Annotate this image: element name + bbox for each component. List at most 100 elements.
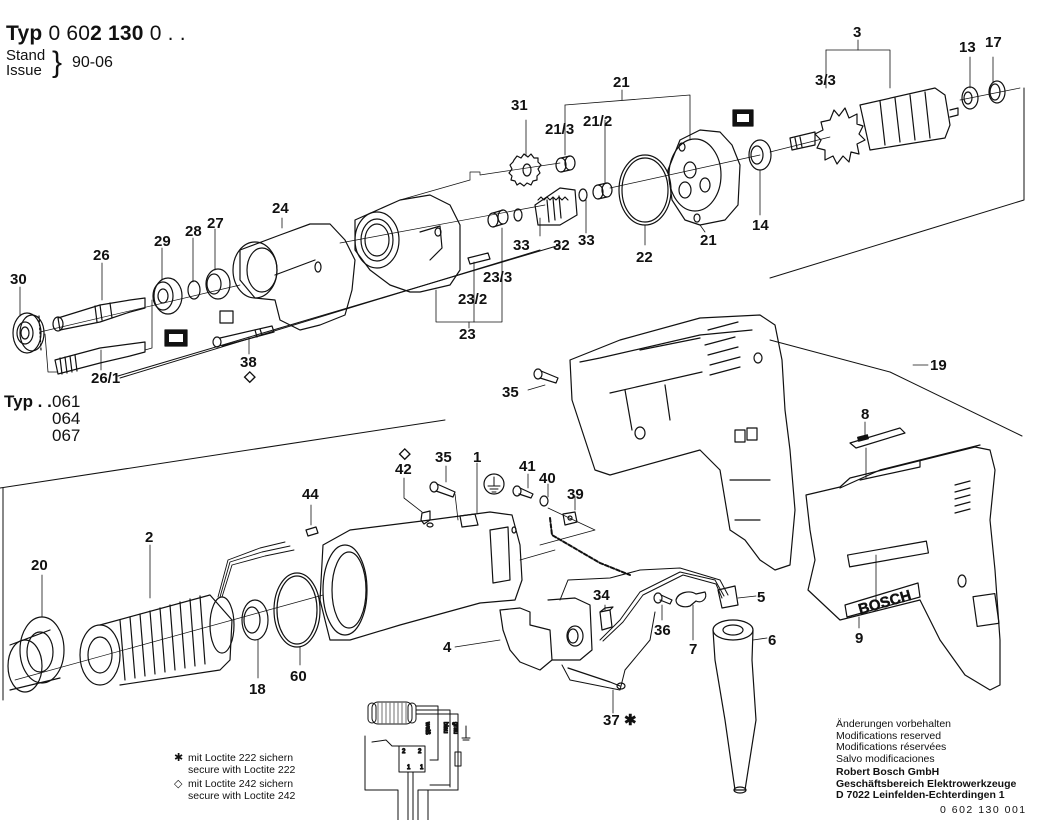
label-part-26-1: 26/1 [91, 370, 120, 387]
part-5-strain-relief [717, 585, 739, 609]
part-23-3-bushing [487, 209, 509, 228]
part-8-rating-plate [849, 427, 906, 449]
label-part-44: 44 [302, 486, 319, 503]
issue-label: Issue [6, 62, 42, 79]
label-part-30: 30 [10, 271, 27, 288]
label-part-20: 20 [31, 557, 48, 574]
part-41-screw [512, 485, 534, 499]
label-part-36: 36 [654, 622, 671, 639]
leader-line [44, 333, 59, 373]
typ-number-prefix: 0 60 [48, 22, 91, 45]
label-part-35: 35 [502, 384, 519, 401]
label-part-26: 26 [93, 247, 110, 264]
wire-color-label: weiß [424, 721, 430, 735]
label-part-21: 21 [700, 232, 717, 249]
note-loctite-242: ◇ mit Loctite 242 sichern secure with Lo… [174, 778, 295, 802]
leader-line [403, 477, 423, 513]
wiring-schematic [364, 701, 471, 820]
part-30-knurled-nut [12, 312, 45, 354]
part-22-o-ring [618, 154, 672, 226]
typ-label: Typ [6, 22, 43, 45]
issue-value: 90-06 [72, 54, 113, 71]
label-part-14: 14 [752, 217, 769, 234]
variant-code: 061 [52, 392, 81, 411]
part-7-cable-clamp [675, 591, 707, 608]
ground-lines [487, 476, 501, 493]
label-part-8: 8 [861, 406, 869, 423]
note-text-de: mit Loctite 222 sichern [188, 752, 294, 764]
part-23-2-pin [467, 252, 491, 265]
part-60-o-ring [273, 572, 321, 648]
document-number: 0 602 130 001 [940, 804, 1027, 816]
part-40-washer [539, 495, 549, 507]
label-part-41: 41 [519, 458, 536, 475]
star-icon: ✱ [174, 752, 184, 764]
label-part-6: 6 [768, 632, 776, 649]
diamond-icon: ◇ [174, 778, 183, 790]
label-part-31: 31 [511, 97, 528, 114]
loctite-242-diamond-icon: ◇ [398, 445, 411, 462]
part-33-washer [578, 188, 588, 202]
stator-lead-wires [217, 541, 295, 598]
label-part-40: 40 [539, 470, 556, 487]
label-part-5: 5 [757, 589, 765, 606]
label-part-3-3: 3/3 [815, 72, 836, 89]
label-part-23: 23 [459, 326, 476, 343]
part-26-1-threaded-spindle [54, 341, 146, 375]
label-part-23-2: 23/2 [458, 291, 487, 308]
part-9-brand-plate [844, 582, 921, 618]
part-31-pinion [508, 153, 542, 187]
note-text-en: secure with Loctite 242 [188, 790, 296, 802]
label-part-32: 32 [553, 237, 570, 254]
company-address: D 7022 Leinfelden-Echterdingen 1 [836, 789, 1005, 801]
part-36-screw [653, 592, 673, 605]
label-part-13: 13 [959, 39, 976, 56]
part-4-switch [499, 597, 593, 671]
part-42-screw [420, 510, 431, 525]
part-24-gear-housing [232, 223, 356, 331]
leader-line [454, 493, 459, 521]
wire-color-label: grau [452, 722, 458, 734]
brace-icon: } [52, 46, 63, 79]
label-part-2: 2 [145, 529, 153, 546]
modifications-line: Änderungen vorbehalten [836, 718, 952, 730]
brand-logo-text: BOSCH [856, 587, 913, 618]
label-part-4: 4 [443, 639, 452, 656]
part-6-cable-sleeve [712, 619, 757, 794]
modifications-line: Modifications reserved [836, 729, 942, 742]
label-part-22: 22 [636, 249, 653, 266]
document-title: Typ 0 602 130 0 . . [6, 22, 186, 46]
part-34-carbon-brush [599, 606, 614, 631]
part-21-bearing-plate [667, 129, 741, 226]
label-part-29: 29 [154, 233, 171, 250]
variant-label: Typ . . [4, 392, 52, 411]
part-18-seal-ring [241, 599, 269, 641]
terminal-label: 1 [420, 765, 424, 771]
part-37-screw [567, 667, 626, 690]
modifications-block: Änderungen vorbehalten Modifications res… [836, 718, 1017, 802]
label-part-9: 9 [855, 630, 863, 647]
terminal-label: 1 [407, 765, 411, 771]
ground-symbol-icon [483, 473, 505, 495]
label-part-42: 42 [395, 461, 412, 478]
variant-code: 067 [52, 426, 81, 445]
label-part-35: 35 [435, 449, 452, 466]
part-labels: 3 3/3 13 17 14 21 21/3 21/2 21 22 31 32 … [10, 24, 1002, 729]
loctite-242-diamond-icon: ◇ [243, 368, 256, 385]
leader-line [454, 639, 501, 648]
loctite-notes: ✱ mit Loctite 222 sichern secure with Lo… [174, 752, 295, 804]
wire-color-label: blau [442, 722, 448, 733]
label-part-34: 34 [593, 587, 610, 604]
part-3-armature [789, 87, 959, 165]
part-32-gear [534, 187, 578, 226]
label-part-38: 38 [240, 354, 257, 371]
leader-lines-bottom [41, 544, 151, 618]
note-text-en: secure with Loctite 222 [188, 764, 296, 776]
company-division: Geschäftsbereich Elektrowerkzeuge [836, 777, 1017, 790]
label-part-27: 27 [207, 215, 224, 232]
modifications-line: Salvo modificaciones [836, 752, 935, 765]
label-part-18: 18 [249, 681, 266, 698]
label-part-1: 1 [473, 449, 481, 466]
part-2-stator [79, 594, 235, 686]
label-part-21-2: 21/2 [583, 113, 612, 130]
